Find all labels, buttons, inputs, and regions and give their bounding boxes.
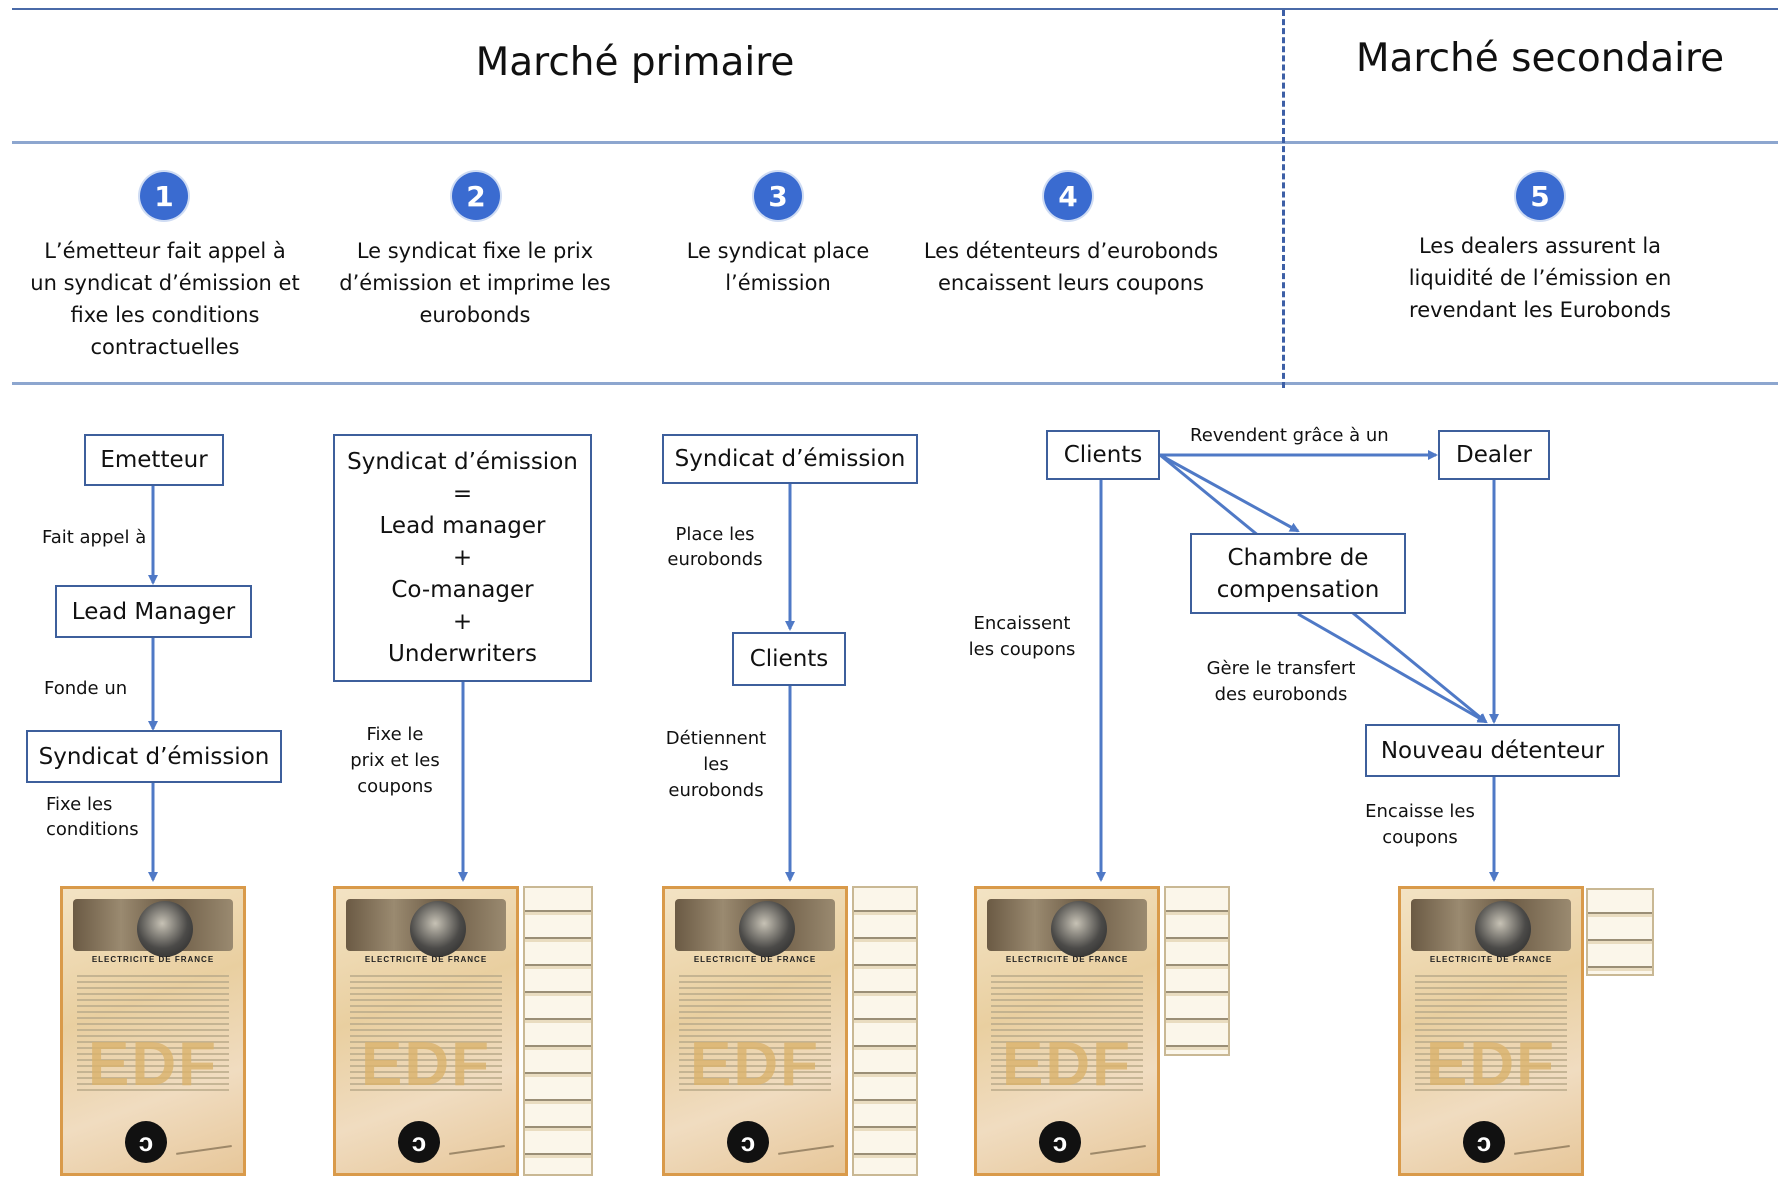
step-5-text: Les dealers assurent la liquidité de l’é… bbox=[1408, 234, 1672, 322]
label-prix-et-les: prix et les bbox=[350, 750, 440, 771]
label-coupons-5: coupons bbox=[1382, 827, 1458, 848]
box-clients-4: Clients bbox=[1046, 430, 1160, 480]
box-dealer: Dealer bbox=[1438, 430, 1550, 480]
syndicat-line-3: Lead manager bbox=[379, 513, 546, 539]
label-encaisse-les: Encaisse les bbox=[1365, 801, 1475, 822]
bond-issuer: ELECTRICITE DE FRANCE bbox=[693, 955, 817, 964]
label-revendent: Revendent grâce à un bbox=[1190, 425, 1389, 446]
label-fixe-le: Fixe le bbox=[366, 724, 424, 745]
step-3-badge: 3 bbox=[754, 172, 802, 220]
bond-certificate-2: ELECTRICITE DE FRANCE EDF ↄ bbox=[333, 886, 519, 1176]
label-detiennent: Détiennent bbox=[665, 728, 767, 749]
bond-certificate-5: ELECTRICITE DE FRANCE EDF ↄ bbox=[1398, 886, 1584, 1176]
chambre-line-2: compensation bbox=[1216, 576, 1380, 603]
coupon-sheet-5 bbox=[1586, 888, 1654, 976]
syndicat-line-5: Co-manager bbox=[391, 577, 534, 603]
bond-certificate-3: ELECTRICITE DE FRANCE EDF ↄ bbox=[662, 886, 848, 1176]
label-fait-appel: Fait appel à bbox=[42, 527, 147, 548]
section-primary-title: Marché primaire bbox=[475, 40, 795, 85]
syndicat-line-2: = bbox=[452, 481, 473, 507]
box-clients-3: Clients bbox=[732, 632, 846, 686]
step-2-text: Le syndicat fixe le prix d’émission et i… bbox=[339, 239, 611, 327]
edf-logo-icon: ↄ bbox=[125, 1121, 167, 1163]
top-rule bbox=[12, 8, 1778, 10]
syndicat-line-7: Underwriters bbox=[388, 641, 537, 667]
step-3-text: Le syndicat place l’émission bbox=[686, 239, 870, 295]
bond-issuer: ELECTRICITE DE FRANCE bbox=[364, 955, 488, 964]
label-conditions: conditions bbox=[46, 819, 139, 840]
syndicat-line-6: + bbox=[452, 609, 473, 635]
step-1-badge: 1 bbox=[140, 172, 188, 220]
coupon-sheet-2 bbox=[523, 886, 593, 1176]
bond-certificate-1: ELECTRICITE DE FRANCE EDF ↄ bbox=[60, 886, 246, 1176]
edf-logo-icon: ↄ bbox=[1039, 1121, 1081, 1163]
box-syndicat-composition: Syndicat d’émission = Lead manager + Co-… bbox=[333, 434, 592, 682]
label-encaissent: Encaissent bbox=[973, 613, 1071, 634]
coupon-sheet-3 bbox=[852, 886, 918, 1176]
section-secondary-title: Marché secondaire bbox=[1355, 36, 1725, 81]
bond-watermark: EDF bbox=[690, 1030, 820, 1099]
label-place-les: Place les bbox=[675, 524, 755, 545]
bond-certificate-4: ELECTRICITE DE FRANCE EDF ↄ bbox=[974, 886, 1160, 1176]
edf-logo-icon: ↄ bbox=[1463, 1121, 1505, 1163]
label-fixe-les: Fixe les bbox=[46, 794, 113, 815]
bond-issuer: ELECTRICITE DE FRANCE bbox=[1005, 955, 1129, 964]
label-coupons: coupons bbox=[357, 776, 433, 797]
edf-logo-icon: ↄ bbox=[398, 1121, 440, 1163]
label-les: les bbox=[703, 754, 729, 775]
step-5-badge: 5 bbox=[1516, 172, 1564, 220]
step-2-badge: 2 bbox=[452, 172, 500, 220]
header-rule bbox=[12, 141, 1778, 144]
box-nouveau-detenteur: Nouveau détenteur bbox=[1365, 724, 1620, 777]
box-syndicat-emission-1: Syndicat d’émission bbox=[26, 730, 282, 783]
box-lead-manager: Lead Manager bbox=[55, 585, 252, 638]
arrow-clients-chambre bbox=[1159, 453, 1300, 533]
box-chambre-compensation: Chambre de compensation bbox=[1190, 533, 1406, 614]
step-1-text: L’émetteur fait appel à un syndicat d’ém… bbox=[30, 239, 300, 359]
label-fonde-un: Fonde un bbox=[44, 678, 128, 699]
box-emetteur: Emetteur bbox=[84, 434, 224, 486]
step-4-badge: 4 bbox=[1044, 172, 1092, 220]
bond-watermark: EDF bbox=[88, 1030, 218, 1099]
coupon-sheet-4 bbox=[1164, 886, 1230, 1056]
syndicat-line-4: + bbox=[452, 545, 473, 571]
label-eurobonds-2: eurobonds bbox=[668, 780, 764, 801]
bond-watermark: EDF bbox=[1002, 1030, 1132, 1099]
step-4-text: Les détenteurs d’eurobonds encaissent le… bbox=[923, 239, 1219, 295]
label-les-coupons: les coupons bbox=[968, 639, 1076, 660]
bond-watermark: EDF bbox=[1426, 1030, 1556, 1099]
label-gere-transfert: Gère le transfert bbox=[1206, 658, 1356, 679]
syndicat-line-1: Syndicat d’émission bbox=[347, 449, 578, 475]
label-eurobonds-1: eurobonds bbox=[667, 549, 763, 570]
bond-watermark: EDF bbox=[361, 1030, 491, 1099]
label-des-eurobonds: des eurobonds bbox=[1214, 684, 1348, 705]
box-syndicat-emission-3: Syndicat d’émission bbox=[662, 434, 918, 484]
arrow-chambre-nouveau bbox=[1297, 612, 1488, 724]
market-divider bbox=[1282, 10, 1285, 388]
edf-logo-icon: ↄ bbox=[727, 1121, 769, 1163]
bond-issuer: ELECTRICITE DE FRANCE bbox=[1429, 955, 1553, 964]
steps-rule bbox=[12, 382, 1778, 385]
bond-issuer: ELECTRICITE DE FRANCE bbox=[91, 955, 215, 964]
chambre-line-1: Chambre de bbox=[1227, 544, 1369, 571]
